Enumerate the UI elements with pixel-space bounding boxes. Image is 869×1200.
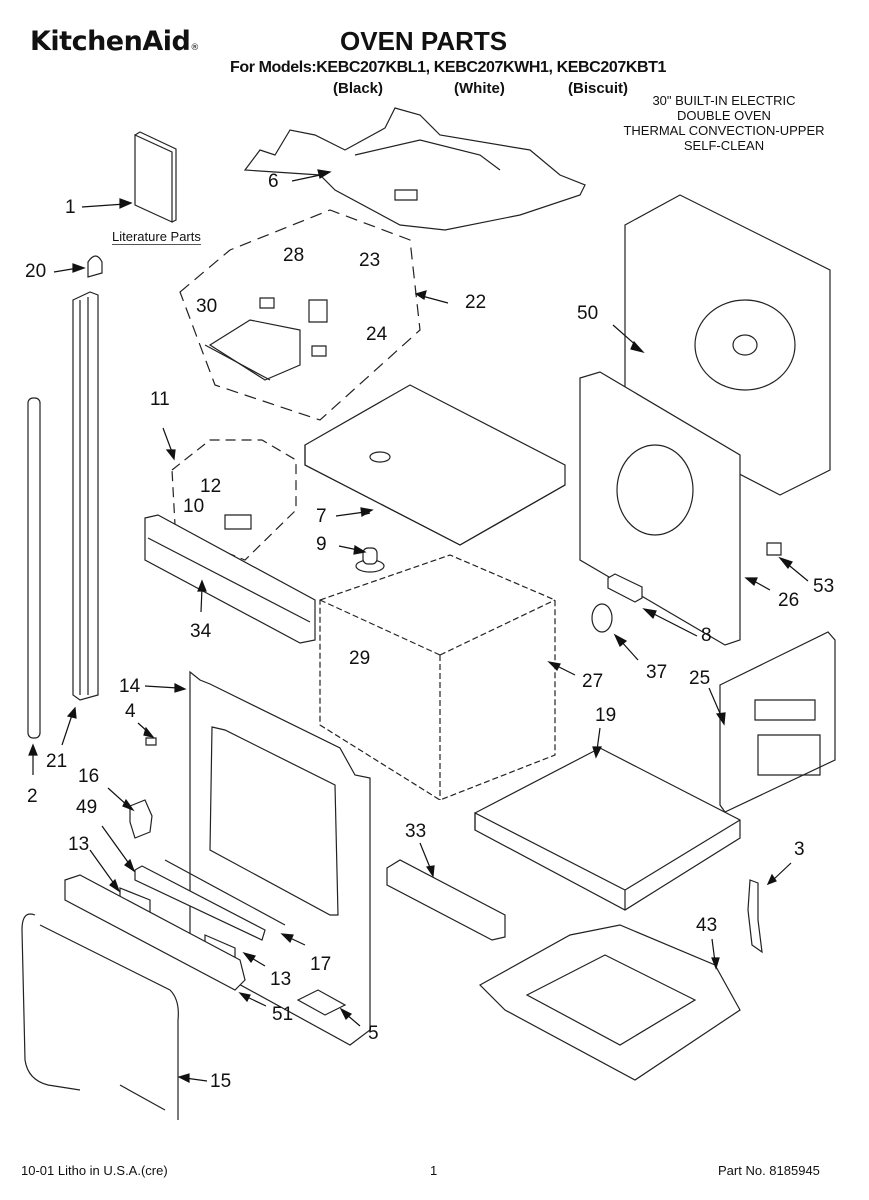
- callout-2: 2: [27, 786, 38, 807]
- part-oven-cavity: [320, 555, 555, 800]
- part-clip: [767, 543, 781, 555]
- callout-25: 25: [689, 668, 711, 689]
- callout-16: 16: [78, 766, 100, 787]
- callout-24: 24: [366, 324, 388, 345]
- callout-43: 43: [696, 915, 718, 936]
- callout-8: 8: [701, 625, 712, 646]
- part-thermal-fuse: [356, 548, 384, 572]
- callout-33: 33: [405, 821, 427, 842]
- part-oven-top: [305, 385, 565, 545]
- callout-30: 30: [196, 296, 218, 317]
- part-door-gasket: [22, 914, 178, 1120]
- part-vertical-trim: [28, 398, 40, 738]
- description-line: DOUBLE OVEN: [677, 108, 771, 123]
- callout-19: 19: [595, 705, 617, 726]
- callout-34: 34: [190, 621, 212, 642]
- callout-13-lower: 13: [270, 969, 292, 990]
- callout-12: 12: [200, 476, 222, 497]
- color-white: (White): [454, 80, 505, 97]
- part-thermostat: [592, 604, 612, 632]
- callout-50: 50: [577, 303, 599, 324]
- callout-15: 15: [210, 1071, 232, 1092]
- part-seal-strip: [165, 860, 285, 925]
- description-line: 30" BUILT-IN ELECTRIC: [652, 93, 796, 108]
- footer-litho: 10-01 Litho in U.S.A.(cre): [21, 1163, 168, 1178]
- callout-22: 22: [465, 292, 487, 313]
- callout-10: 10: [183, 496, 205, 517]
- callout-11: 11: [150, 389, 170, 410]
- color-black: (Black): [333, 80, 384, 97]
- footer-page-number: 1: [430, 1163, 438, 1178]
- part-bottom-trim: [65, 875, 245, 990]
- page-title: OVEN PARTS: [340, 26, 508, 56]
- callout-28: 28: [283, 245, 305, 266]
- callout-23: 23: [359, 250, 381, 271]
- registered-mark: ®: [190, 43, 199, 53]
- part-hinge-plate: [298, 990, 345, 1015]
- brand-logo: KitchenAid®: [30, 26, 199, 57]
- callout-26: 26: [778, 590, 800, 611]
- part-bracket: [205, 298, 327, 380]
- product-description: 30" BUILT-IN ELECTRIC DOUBLE OVEN THERMA…: [608, 93, 840, 153]
- callout-27: 27: [582, 671, 604, 692]
- part-cap: [88, 256, 102, 277]
- part-control-bracket-assembly: [180, 210, 420, 420]
- description-line: SELF-CLEAN: [683, 138, 765, 153]
- part-literature-booklet: [135, 132, 176, 222]
- callout-3: 3: [794, 839, 805, 860]
- callout-13: 13: [68, 834, 90, 855]
- callout-14: 14: [119, 676, 141, 697]
- callout-5: 5: [368, 1023, 379, 1044]
- callout-7: 7: [316, 506, 327, 527]
- part-vent-panel: [145, 515, 315, 643]
- callout-21: 21: [46, 751, 68, 772]
- part-door-strip: [135, 866, 265, 940]
- models-line: For Models:KEBC207KBL1, KEBC207KWH1, KEB…: [230, 59, 667, 76]
- part-top-shield: [245, 108, 585, 230]
- part-hinge-bracket: [748, 880, 762, 952]
- callout-37: 37: [646, 662, 668, 683]
- callout-51: 51: [272, 1004, 294, 1025]
- callout-6: 6: [268, 171, 279, 192]
- part-shelf: [475, 748, 740, 910]
- callout-1: 1: [65, 197, 76, 218]
- part-side-trim: [73, 292, 98, 700]
- part-screw: [146, 738, 156, 745]
- callout-29: 29: [349, 648, 371, 669]
- part-hinge-cover: [130, 800, 152, 838]
- description-line: THERMAL CONVECTION-UPPER: [623, 123, 825, 138]
- callout-4: 4: [125, 701, 136, 722]
- callout-20: 20: [25, 261, 47, 282]
- literature-parts-label: Literature Parts: [112, 229, 201, 245]
- callout-17: 17: [310, 954, 332, 975]
- footer-part-number: Part No. 8185945: [718, 1163, 820, 1178]
- part-light-assembly: [172, 440, 296, 560]
- callout-53: 53: [813, 576, 835, 597]
- color-biscuit: (Biscuit): [568, 80, 628, 97]
- part-front-rail: [387, 860, 505, 940]
- callout-9: 9: [316, 534, 327, 555]
- callout-49: 49: [76, 797, 98, 818]
- part-side-panel: [720, 632, 835, 812]
- part-insulation-block: [608, 574, 642, 602]
- part-bottom-pan: [480, 925, 740, 1080]
